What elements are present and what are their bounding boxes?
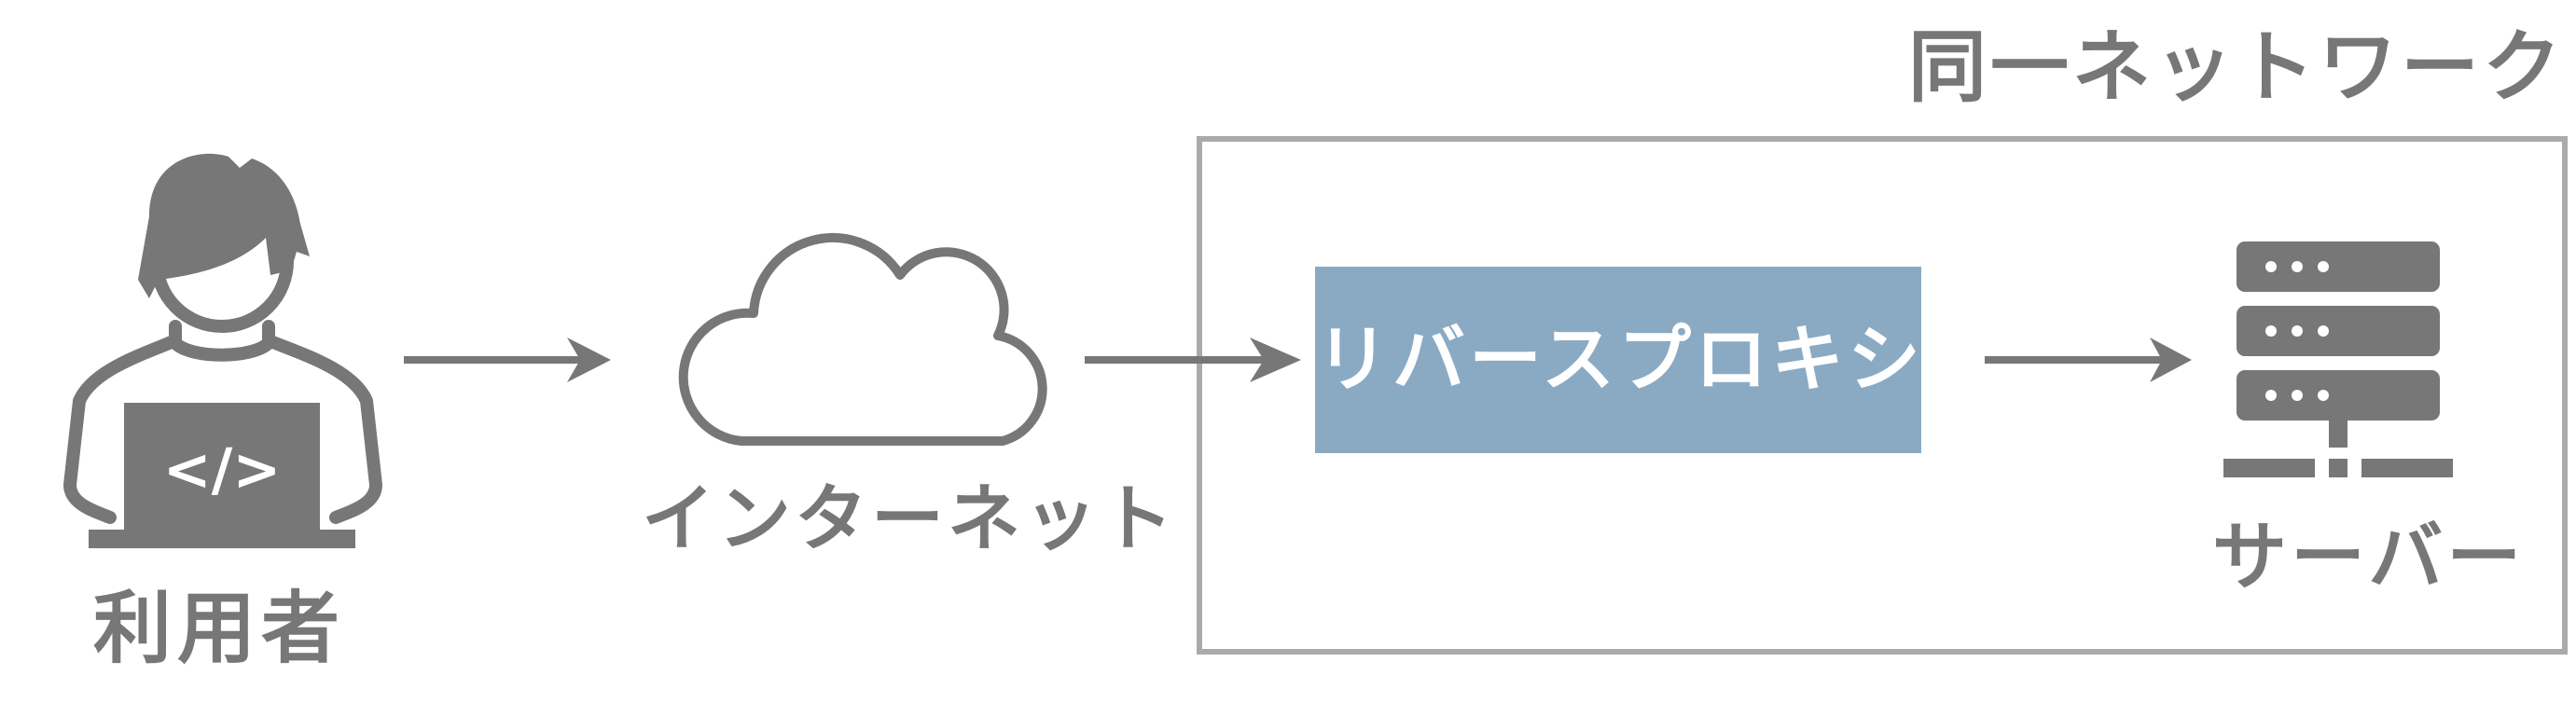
laptop-code-symbol: </>: [163, 435, 282, 503]
laptop-icon: </>: [89, 403, 355, 548]
user-hair: [138, 153, 310, 298]
cloud-icon: [678, 233, 1047, 446]
same-network-frame: [1197, 136, 2568, 655]
server-base-center: [2329, 459, 2347, 477]
server-unit-2: [2237, 306, 2440, 356]
user-icon: [63, 153, 382, 524]
user-face: [150, 189, 294, 333]
server-label: サーバー: [2212, 514, 2526, 600]
server-unit-3: [2237, 370, 2440, 421]
arrow-proxy-to-server: [1985, 338, 2192, 382]
server-unit-1: [2237, 241, 2440, 292]
same-network-label: 同一ネットワーク: [1907, 21, 2565, 113]
user-label: 利用者: [93, 583, 346, 674]
server-base-right: [2361, 459, 2453, 477]
arrow-internet-to-proxy: [1085, 338, 1301, 382]
laptop-base: [89, 530, 355, 548]
arrow-user-to-internet: [404, 338, 611, 382]
reverse-proxy-box: [1315, 267, 1921, 453]
internet-label: インターネット: [642, 477, 1178, 561]
laptop-screen: [124, 403, 320, 533]
server-rack-icon: [2223, 241, 2453, 477]
reverse-proxy-label: リバースプロキシ: [1315, 318, 1925, 402]
server-stem: [2329, 421, 2347, 448]
user-collar: [169, 337, 275, 362]
server-base-left: [2223, 459, 2315, 477]
user-body: [63, 320, 382, 524]
